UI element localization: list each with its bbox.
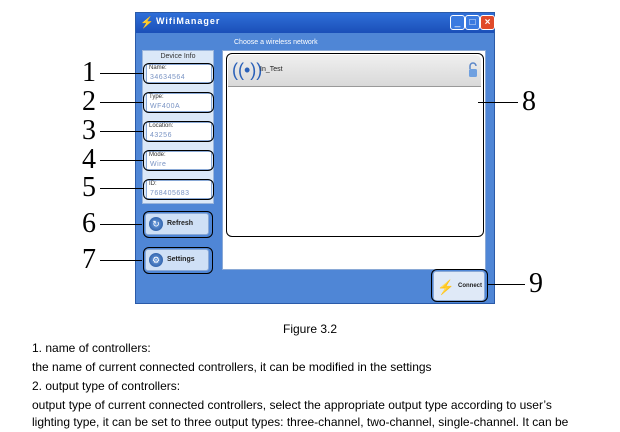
name-field[interactable]: Name: 34634564 <box>146 64 212 83</box>
type-field[interactable]: Type: WF400A <box>146 93 212 112</box>
leader-line-6 <box>100 224 142 225</box>
unlocked-icon <box>469 62 477 77</box>
type-label: Type: <box>149 94 164 100</box>
leader-line-1 <box>100 73 143 74</box>
window-title: WifiManager <box>156 16 221 26</box>
connect-plug-icon: ⚡ <box>437 279 455 295</box>
callout-number-7: 7 <box>82 244 96 275</box>
leader-line-7 <box>100 260 142 261</box>
id-label: ID: <box>149 181 157 187</box>
leader-line-2 <box>100 102 143 103</box>
network-list-header: Choose a wireless network <box>234 39 318 46</box>
callout-box-6 <box>143 211 213 238</box>
settings-label: Settings <box>167 256 195 263</box>
doc-line-4: output type of current connected control… <box>32 398 552 412</box>
callout-number-2: 2 <box>82 86 96 117</box>
callout-box-7 <box>143 247 213 274</box>
network-ssid: In_Test <box>260 66 283 73</box>
callout-number-5: 5 <box>82 172 96 203</box>
leader-line-9 <box>487 284 525 285</box>
doc-line-1: 1. name of controllers: <box>32 341 151 355</box>
callout-number-8: 8 <box>522 86 536 117</box>
callout-number-1: 1 <box>82 57 96 88</box>
leader-line-5 <box>100 188 143 189</box>
callout-box-4 <box>143 150 214 171</box>
id-value: 768405683 <box>150 190 190 197</box>
id-field[interactable]: ID: 768405683 <box>146 180 212 199</box>
refresh-button[interactable]: ↻ Refresh <box>145 213 209 235</box>
minimize-button[interactable]: _ <box>450 15 465 30</box>
doc-line-3: 2. output type of controllers: <box>32 379 181 393</box>
mode-field[interactable]: Mode: Wire <box>146 151 212 170</box>
refresh-icon: ↻ <box>149 217 163 231</box>
callout-number-4: 4 <box>82 144 96 175</box>
mode-label: Mode: <box>149 152 166 158</box>
callout-number-3: 3 <box>82 115 96 146</box>
callout-box-9 <box>431 269 488 302</box>
callout-box-3 <box>143 121 214 142</box>
callout-box-5 <box>143 179 214 200</box>
mode-value: Wire <box>150 161 167 168</box>
device-info-panel: Device Info Name: 34634564 Type: WF400A … <box>142 50 214 204</box>
network-item[interactable]: ((•)) In_Test <box>228 55 481 87</box>
wifi-manager-window: ⚡ WifiManager _ □ × Device Info Name: 34… <box>135 12 495 304</box>
device-info-title: Device Info <box>160 53 196 60</box>
app-icon: ⚡ <box>140 17 154 29</box>
connect-label: Connect <box>458 283 482 289</box>
wifi-signal-icon: ((•)) <box>232 60 263 80</box>
callout-box-2 <box>143 92 214 113</box>
leader-line-4 <box>100 160 143 161</box>
name-label: Name: <box>149 65 167 71</box>
callout-number-9: 9 <box>529 268 543 299</box>
type-value: WF400A <box>150 103 181 110</box>
network-list[interactable]: ((•)) In_Test <box>226 53 484 237</box>
name-value: 34634564 <box>150 74 186 81</box>
location-value: 43256 <box>150 132 172 139</box>
leader-line-8 <box>478 102 518 103</box>
leader-line-3 <box>100 131 143 132</box>
callout-box-1 <box>143 63 214 84</box>
callout-number-6: 6 <box>82 208 96 239</box>
title-bar: ⚡ WifiManager _ □ × <box>136 13 495 33</box>
location-label: Location: <box>149 123 174 129</box>
close-button[interactable]: × <box>480 15 495 30</box>
settings-button[interactable]: ⚙ Settings <box>145 249 209 271</box>
refresh-label: Refresh <box>167 220 194 227</box>
maximize-button[interactable]: □ <box>465 15 480 30</box>
gear-icon: ⚙ <box>149 253 163 267</box>
figure-caption: Figure 3.2 <box>282 322 338 336</box>
doc-line-5: lighting type, it can be set to three ou… <box>32 415 569 429</box>
location-field[interactable]: Location: 43256 <box>146 122 212 141</box>
doc-line-2: the name of current connected controller… <box>32 360 432 374</box>
connect-button[interactable]: ⚡ Connect <box>433 271 485 301</box>
network-list-panel: ((•)) In_Test <box>222 50 486 270</box>
